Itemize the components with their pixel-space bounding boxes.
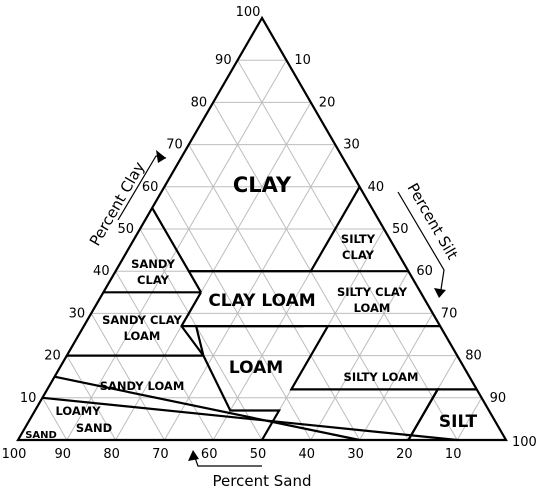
silt-tick: 70 [441,306,458,321]
loamy-sand-boundary [54,375,360,442]
sand-tick: 70 [152,447,169,462]
grid-line-silt [359,313,434,441]
sandy-clay-right [187,270,202,293]
region-silty-clay-loam-line2: LOAM [354,301,391,315]
clay-tick: 40 [93,264,110,279]
grid-line-sand [41,397,68,441]
sand-tick: 100 [2,447,27,462]
clay-tick: 70 [166,138,183,153]
sand-arrow-icon [188,450,199,461]
region-sandy-clay-loam-line1: SANDY CLAY [102,313,182,327]
sand-tick: 80 [103,447,120,462]
grid-line-sand [139,228,263,441]
region-sand: SAND [25,430,57,441]
clay-tick: 80 [191,95,208,110]
silt-tick: 90 [490,391,507,406]
sand-boundary [42,396,458,442]
clay-tick: 10 [20,391,37,406]
loam-left [194,325,304,441]
silt-tick: 30 [343,138,360,153]
region-loamy-sand-line2: SAND [76,421,112,435]
sand-tick: 90 [55,447,72,462]
grid-line-sand [66,355,117,441]
sand-tick: 60 [201,447,218,462]
silt-arrow-icon [434,288,446,298]
region-sandy-clay-loam-line2: LOAM [124,329,161,343]
percent-sand-label: Percent Sand [213,472,312,490]
sand-tick: 40 [299,447,316,462]
clay-tick: 90 [215,53,232,68]
sand-tick: 50 [250,447,267,462]
silt-boundary [407,388,477,441]
clay-tick: 60 [142,180,159,195]
silt-tick: 20 [319,95,336,110]
sand-tick: 20 [396,447,413,462]
clay-tick: 30 [69,306,86,321]
region-sandy-loam: SANDY LOAM [100,379,185,393]
sand-tick: 10 [445,447,462,462]
region-clay: CLAY [233,173,292,197]
grid-line-silt [310,270,409,441]
clay-tick: 20 [44,349,61,364]
region-silty-loam: SILTY LOAM [344,370,419,384]
region-silty-clay-line2: CLAY [342,248,375,262]
region-boundaries [16,15,508,442]
region-silt: SILT [439,412,478,432]
silt-tick-end: 100 [512,435,537,450]
silt-tick: 50 [392,222,409,237]
grid-line-silt [456,397,483,441]
clay-arrow-icon [156,150,166,163]
grid-line-silt [163,144,336,441]
grid-line-sand [237,59,458,441]
silt-tick: 80 [465,349,482,364]
silt-tick: 60 [416,264,433,279]
clay-tick: 50 [117,222,134,237]
silt-tick: 40 [368,180,385,195]
region-silty-clay-loam-line1: SILTY CLAY [337,285,408,299]
region-silty-clay-line1: SILTY [341,232,376,246]
silt-tick: 10 [294,53,311,68]
region-loam: LOAM [229,358,283,378]
grid-line-sand [90,313,165,441]
region-sandy-clay-line2: CLAY [137,273,170,287]
silt-arrow-line [397,191,445,297]
region-clay-loam: CLAY LOAM [208,291,315,311]
region-loamy-sand-line1: LOAMY [55,404,101,418]
apex-label: 100 [236,5,261,20]
region-sandy-clay-line1: SANDY [131,257,176,271]
sand-tick: 30 [347,447,364,462]
sandy-clay-loam-right [180,291,205,357]
grid-line-sand [188,144,361,441]
